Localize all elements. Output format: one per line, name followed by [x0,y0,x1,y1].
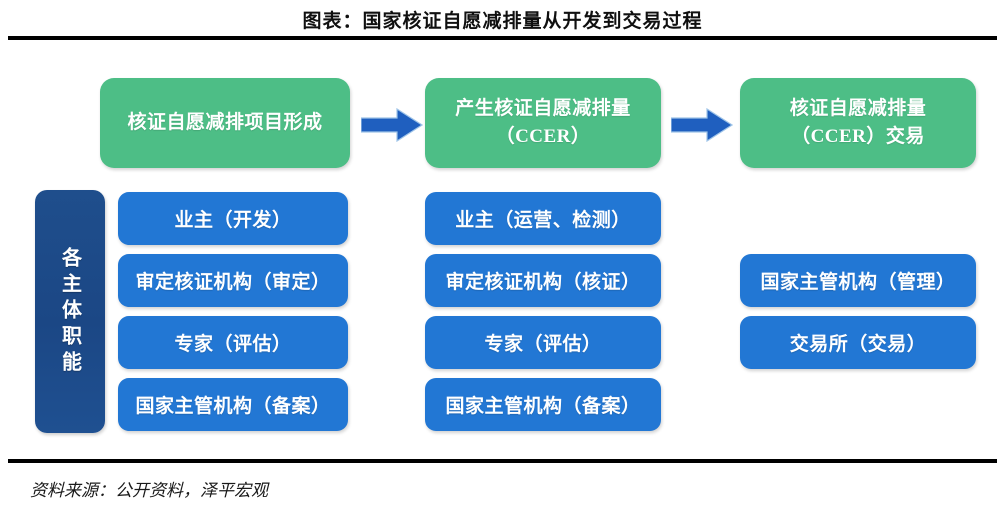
role-box-label: 审定核证机构（核证） [445,272,641,293]
footer-divider-bottom [8,459,997,463]
role-box-label: 国家主管机构（备案） [445,396,641,417]
stage-box-label: 核证自愿减排量（CCER）交易 [789,98,927,147]
role-box[interactable]: 国家主管机构（备案） [425,378,661,431]
role-box-label: 业主（开发） [174,210,292,231]
page-title: 图表：国家核证自愿减排量从开发到交易过程 [302,11,703,32]
stage-box-label: 核证自愿减排项目形成 [127,112,323,134]
arrow-right-icon [670,107,734,143]
role-box-label: 审定核证机构（审定） [135,272,331,293]
role-box-label: 国家主管机构（管理） [760,272,956,293]
role-box[interactable]: 国家主管机构（备案） [118,378,348,431]
role-box-label: 交易所（交易） [789,334,927,355]
role-box-label: 专家（评估） [484,334,602,355]
role-axis-label-text: 各主体职能 [58,246,81,377]
title-divider-top [8,36,997,40]
role-box[interactable]: 审定核证机构（审定） [118,254,348,307]
source-note: 资料来源：公开资料，泽平宏观 [30,481,268,500]
role-box-label: 专家（评估） [174,334,292,355]
role-box[interactable]: 业主（开发） [118,192,348,245]
stage-box-ccer-trading[interactable]: 核证自愿减排量（CCER）交易 [740,78,976,168]
role-box[interactable]: 专家（评估） [118,316,348,369]
role-box[interactable]: 审定核证机构（核证） [425,254,661,307]
stage-box-ccer-generation[interactable]: 产生核证自愿减排量（CCER） [425,78,661,168]
role-box[interactable]: 交易所（交易） [740,316,976,369]
role-box-label: 国家主管机构（备案） [135,396,331,417]
role-box[interactable]: 专家（评估） [425,316,661,369]
arrow-right-icon [360,107,424,143]
role-box[interactable]: 国家主管机构（管理） [740,254,976,307]
role-axis-label: 各主体职能 [35,190,105,433]
stage-box-label: 产生核证自愿减排量（CCER） [455,98,631,147]
role-box[interactable]: 业主（运营、检测） [425,192,661,245]
stage-box-project-formation[interactable]: 核证自愿减排项目形成 [100,78,350,168]
role-box-label: 业主（运营、检测） [455,210,631,231]
